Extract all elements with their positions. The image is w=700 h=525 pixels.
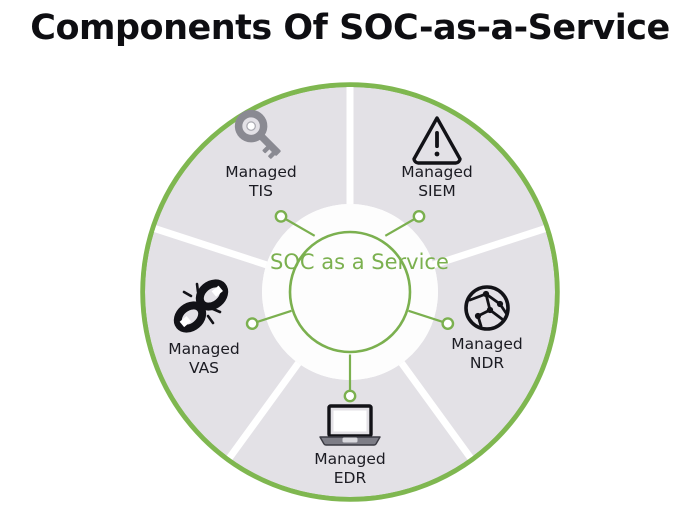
page-title: Components Of SOC-as-a-Service [30, 8, 670, 48]
key-icon [234, 109, 281, 159]
warning-triangle-icon [412, 116, 462, 165]
outer-ring [140, 82, 560, 502]
connector-nodes [245, 209, 455, 403]
laptop-icon [319, 404, 381, 446]
broken-chain-icon [173, 279, 229, 333]
connector-node-vas [245, 317, 259, 330]
connector-line-tis [285, 218, 316, 237]
center-label-line2: as a [321, 250, 365, 274]
center-label-line3: Service [371, 250, 449, 274]
connector-line-siem [384, 218, 415, 237]
network-globe-icon [464, 285, 510, 331]
connector-line-vas [257, 309, 292, 323]
center-label: SOC as a Service [270, 248, 449, 276]
connector-node-siem [412, 209, 426, 223]
break-sparks [182, 282, 223, 325]
center-circle [288, 230, 412, 354]
connector-node-edr [343, 389, 357, 403]
connector-group [257, 218, 443, 392]
center-label-line1: SOC [270, 250, 315, 274]
connector-node-tis [274, 209, 288, 223]
connector-node-ndr [441, 317, 455, 330]
connector-line-ndr [408, 309, 443, 323]
